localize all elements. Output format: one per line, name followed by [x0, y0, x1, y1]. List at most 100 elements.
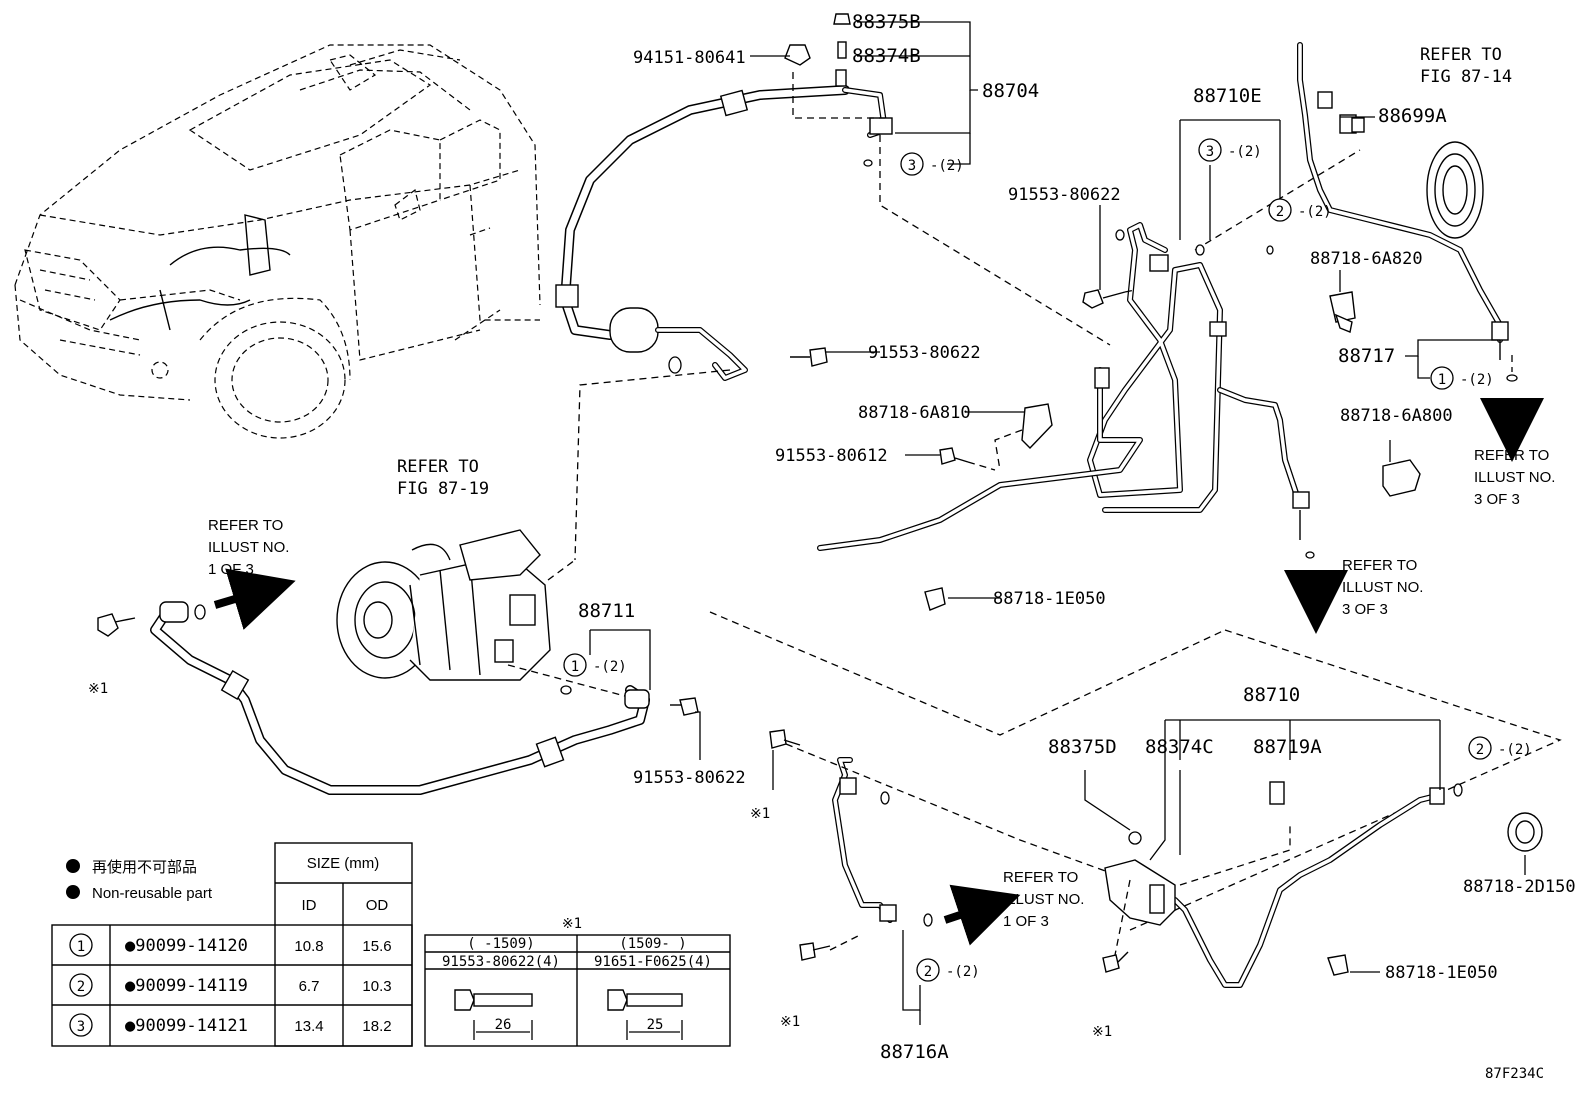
svg-text:REFER TO: REFER TO	[397, 457, 479, 477]
svg-text:-(2): -(2)	[593, 659, 627, 675]
svg-text:-(2): -(2)	[1460, 372, 1494, 388]
hose-88704	[555, 85, 893, 381]
svg-text:※1: ※1	[780, 1014, 800, 1030]
svg-text:1: 1	[571, 659, 579, 675]
size-cell-num: 1	[77, 939, 85, 955]
svg-text:-(2): -(2)	[1298, 204, 1332, 220]
size-cell-num: 3	[77, 1019, 85, 1035]
figure-code: 87F234C	[1485, 1066, 1544, 1082]
bolt	[97, 613, 699, 716]
bolt-table: ※1 ( -1509) (1509- ) 91553-80622(4) 9165…	[424, 916, 731, 1047]
cap	[1128, 831, 1142, 845]
svg-text:1 OF 3: 1 OF 3	[1003, 913, 1049, 930]
oring	[923, 913, 933, 927]
svg-text:2: 2	[1476, 742, 1484, 758]
oring	[1195, 244, 1205, 256]
svg-text:REFER TO: REFER TO	[1420, 45, 1502, 65]
svg-text:-(2): -(2)	[1498, 742, 1532, 758]
label-88718-2D150: 88718-2D150	[1463, 877, 1576, 897]
oring	[880, 791, 890, 805]
svg-text:-(2): -(2)	[930, 158, 964, 174]
svg-text:ID: ID	[302, 897, 317, 914]
label-88375B: 88375B	[852, 11, 921, 33]
part-labels: 88375B 88374B 94151-80641 88704 88710E 8…	[578, 11, 1576, 1063]
vehicle-outline	[14, 44, 541, 439]
svg-text:※1: ※1	[88, 681, 108, 697]
oring	[863, 159, 873, 167]
svg-text:2: 2	[1276, 204, 1284, 220]
oring	[194, 604, 206, 620]
svg-text:REFER TO: REFER TO	[1003, 869, 1078, 886]
label-88718-1E050: 88718-1E050	[1385, 963, 1498, 983]
label-88717: 88717	[1338, 345, 1395, 367]
label-88719A: 88719A	[1253, 736, 1322, 758]
size-cell-od: 15.6	[362, 938, 391, 955]
clamp-6A800	[1382, 459, 1421, 497]
svg-text:3 OF 3: 3 OF 3	[1342, 601, 1388, 618]
svg-text:Non-reusable part: Non-reusable part	[92, 885, 213, 902]
pipe-88717	[1297, 42, 1509, 343]
svg-text:REFER TO: REFER TO	[1474, 447, 1549, 464]
grommet	[1426, 141, 1484, 239]
svg-text:再使用不可部品: 再使用不可部品	[92, 859, 197, 876]
label-88710: 88710	[1243, 684, 1300, 706]
svg-text:( -1509): ( -1509)	[467, 936, 534, 952]
size-header: SIZE (mm)	[307, 855, 380, 872]
size-cell-od: 10.3	[362, 978, 391, 995]
oring	[1305, 551, 1315, 559]
svg-text:ILLUST NO.: ILLUST NO.	[1474, 469, 1555, 486]
label-88718-1E050: 88718-1E050	[993, 589, 1106, 609]
svg-text:25: 25	[647, 1017, 664, 1033]
label-88374C: 88374C	[1145, 736, 1214, 758]
label-88704: 88704	[982, 80, 1039, 102]
valve-88374B	[835, 41, 847, 87]
svg-text:ILLUST NO.: ILLUST NO.	[208, 539, 289, 556]
svg-text:ILLUST NO.: ILLUST NO.	[1342, 579, 1423, 596]
svg-text:FIG 87-14: FIG 87-14	[1420, 67, 1512, 87]
pipe-88710	[1104, 787, 1445, 988]
label-88710E: 88710E	[1193, 85, 1262, 107]
oring	[668, 356, 682, 374]
svg-text:REFER TO: REFER TO	[1342, 557, 1417, 574]
svg-text:2: 2	[924, 964, 932, 980]
label-88718-6A800: 88718-6A800	[1340, 406, 1453, 426]
clamp-6A820	[1329, 291, 1356, 333]
refer-fig-87-19: REFER TO FIG 87-19	[397, 457, 489, 499]
svg-text:ILLUST NO.: ILLUST NO.	[1003, 891, 1084, 908]
refer-fig-87-14: REFER TO FIG 87-14	[1420, 45, 1512, 87]
clamp-2D150	[1507, 812, 1543, 852]
label-94151-80641: 94151-80641	[633, 48, 746, 68]
row-number-circle	[69, 933, 93, 957]
legend: 再使用不可部品 Non-reusable part	[66, 859, 213, 902]
sensor-88719A	[1269, 781, 1285, 805]
label-91553-80622: 91553-80622	[633, 768, 746, 788]
pipe-88716A	[832, 757, 897, 923]
svg-text:OD: OD	[366, 897, 389, 914]
hose-88711	[150, 601, 650, 795]
size-cell-id: 10.8	[294, 938, 323, 955]
svg-text:※1: ※1	[750, 806, 770, 822]
bolt	[769, 289, 1129, 973]
svg-text:3: 3	[1206, 144, 1214, 160]
size-cell-part: ●90099-14119	[125, 976, 248, 996]
svg-text:91651-F0625(4): 91651-F0625(4)	[594, 954, 712, 970]
size-cell-id: 6.7	[299, 978, 320, 995]
clamp-6A810	[1021, 403, 1053, 450]
label-88716A: 88716A	[880, 1041, 949, 1063]
label-91553-80612: 91553-80612	[775, 446, 888, 466]
row-number-circle	[69, 1013, 93, 1037]
svg-text:-(2): -(2)	[946, 964, 980, 980]
oring	[1506, 374, 1518, 382]
label-88711: 88711	[578, 600, 635, 622]
svg-text:(1509- ): (1509- )	[619, 936, 686, 952]
cap-88375B	[833, 13, 851, 25]
refer-illust-3-a: REFER TO ILLUST NO. 3 OF 3	[1474, 447, 1555, 508]
svg-text:FIG 87-19: FIG 87-19	[397, 479, 489, 499]
circle-2-mid: 2 -(2)	[1268, 198, 1332, 222]
oring	[1453, 783, 1463, 797]
svg-text:3 OF 3: 3 OF 3	[1474, 491, 1520, 508]
svg-text:REFER TO: REFER TO	[208, 517, 283, 534]
